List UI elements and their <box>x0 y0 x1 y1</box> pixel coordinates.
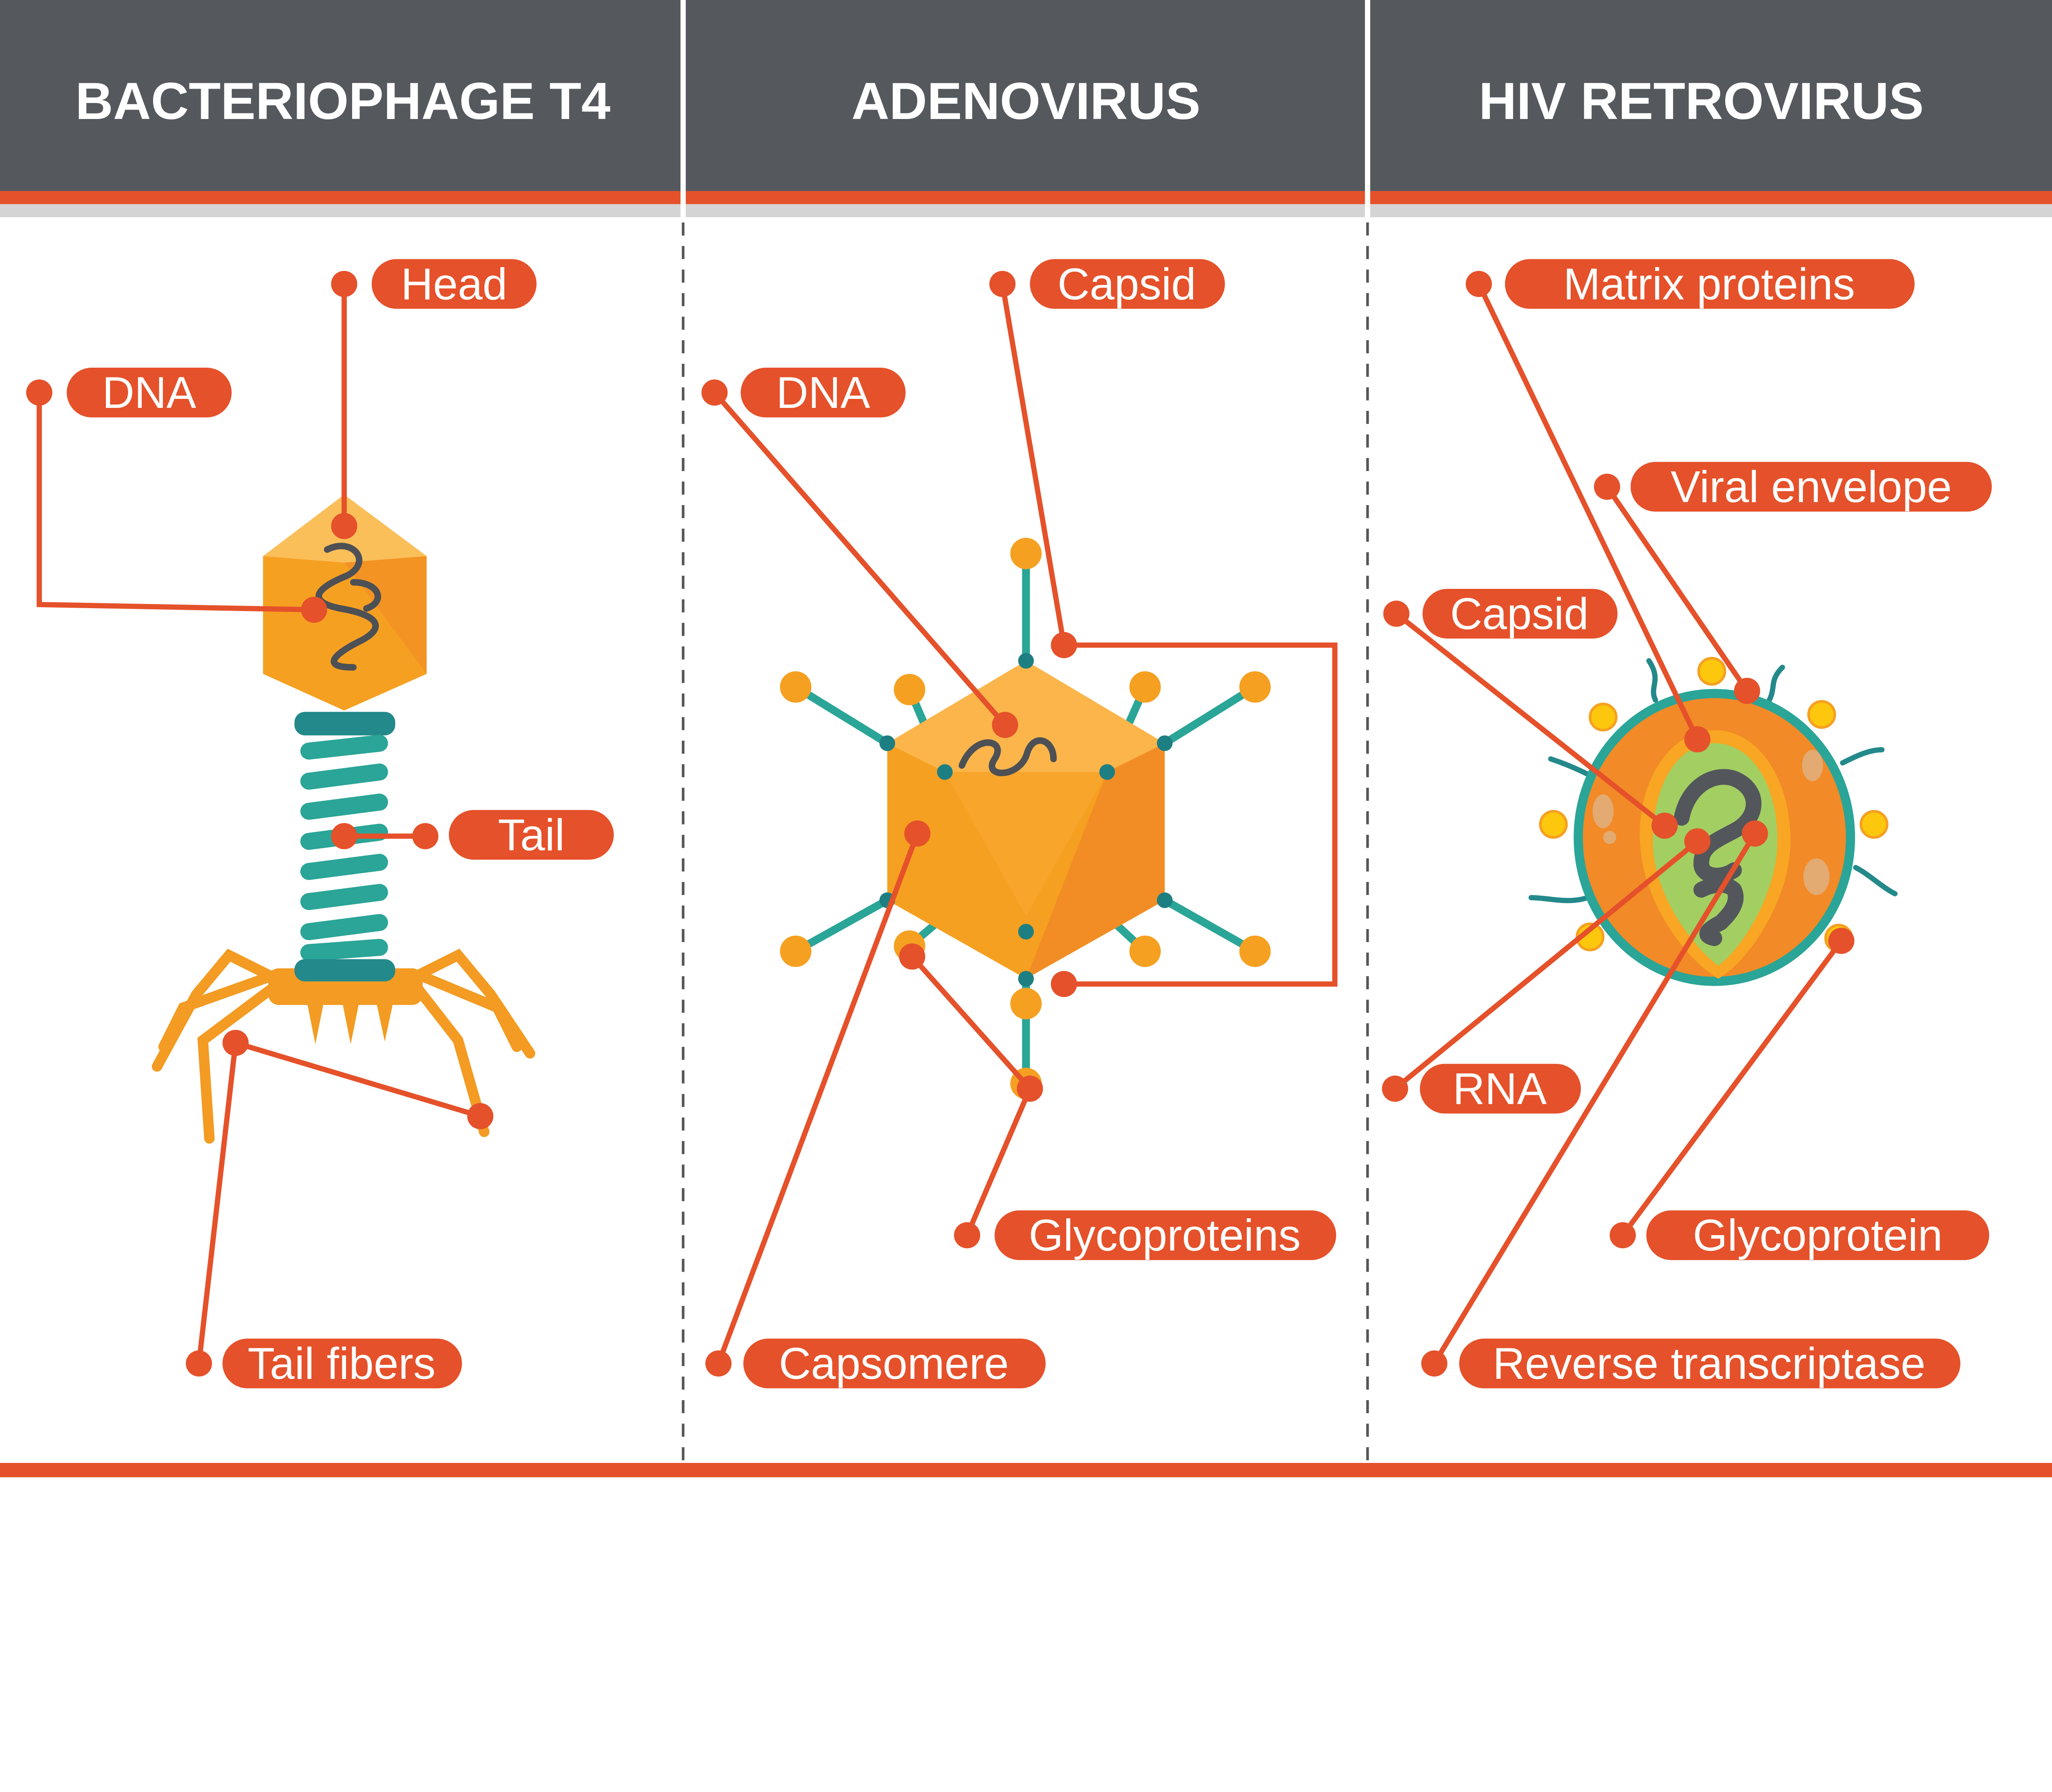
svg-text:Capsid: Capsid <box>1058 259 1196 309</box>
svg-text:Head: Head <box>401 259 507 309</box>
label-head: Head <box>371 259 537 309</box>
hiv-rna-icon <box>1674 769 1761 946</box>
label-dna-adeno: DNA <box>740 368 906 418</box>
header: BACTERIOPHAGE T4 ADENOVIRUS HIV RETROVIR… <box>0 0 2052 217</box>
svg-text:Reverse transcriptase: Reverse transcriptase <box>1493 1339 1925 1388</box>
collar <box>294 712 396 736</box>
label-capsid-adeno: Capsid <box>1030 259 1225 309</box>
svg-text:Glycoprotein: Glycoprotein <box>1693 1211 1943 1260</box>
label-capsomere: Capsomere <box>743 1339 1046 1389</box>
svg-text:RNA: RNA <box>1453 1064 1547 1114</box>
label-viral-envelope: Viral envelope <box>1631 462 1992 512</box>
panel-title-hiv: HIV RETROVIRUS <box>1479 72 1924 130</box>
hiv-illustration <box>1528 657 1898 986</box>
phage-legs <box>151 948 536 1144</box>
label-rna: RNA <box>1420 1064 1581 1114</box>
svg-text:Glycoproteins: Glycoproteins <box>1029 1211 1301 1260</box>
adenovirus-dna-icon <box>958 737 1057 776</box>
panel-title-bacteriophage: BACTERIOPHAGE T4 <box>75 72 610 130</box>
virus-diagram: BACTERIOPHAGE T4 ADENOVIRUS HIV RETROVIR… <box>0 0 2052 1478</box>
label-tail: Tail <box>449 810 614 860</box>
label-tail-fibers: Tail fibers <box>222 1339 462 1389</box>
footer-bar <box>0 1463 2052 1478</box>
svg-text:Capsomere: Capsomere <box>779 1339 1009 1388</box>
label-matrix-proteins: Matrix proteins <box>1505 259 1915 309</box>
label-dna-phage: DNA <box>66 368 232 418</box>
svg-text:DNA: DNA <box>102 368 197 417</box>
phage-dna-icon <box>315 542 381 671</box>
svg-text:DNA: DNA <box>776 368 870 417</box>
label-glycoproteins: Glycoproteins <box>994 1210 1336 1260</box>
svg-text:Tail: Tail <box>498 810 565 860</box>
svg-text:Matrix proteins: Matrix proteins <box>1563 259 1855 309</box>
leader-lines <box>26 271 1855 1377</box>
svg-text:Tail fibers: Tail fibers <box>247 1339 435 1388</box>
label-capsid-hiv: Capsid <box>1422 588 1618 639</box>
adenovirus-illustration <box>780 538 1271 1099</box>
label-glycoprotein: Glycoprotein <box>1646 1210 1989 1260</box>
label-reverse-transcriptase: Reverse transcriptase <box>1459 1339 1960 1389</box>
svg-text:Capsid: Capsid <box>1450 589 1588 639</box>
svg-text:Viral envelope: Viral envelope <box>1671 462 1952 512</box>
panel-title-adenovirus: ADENOVIRUS <box>852 72 1200 130</box>
